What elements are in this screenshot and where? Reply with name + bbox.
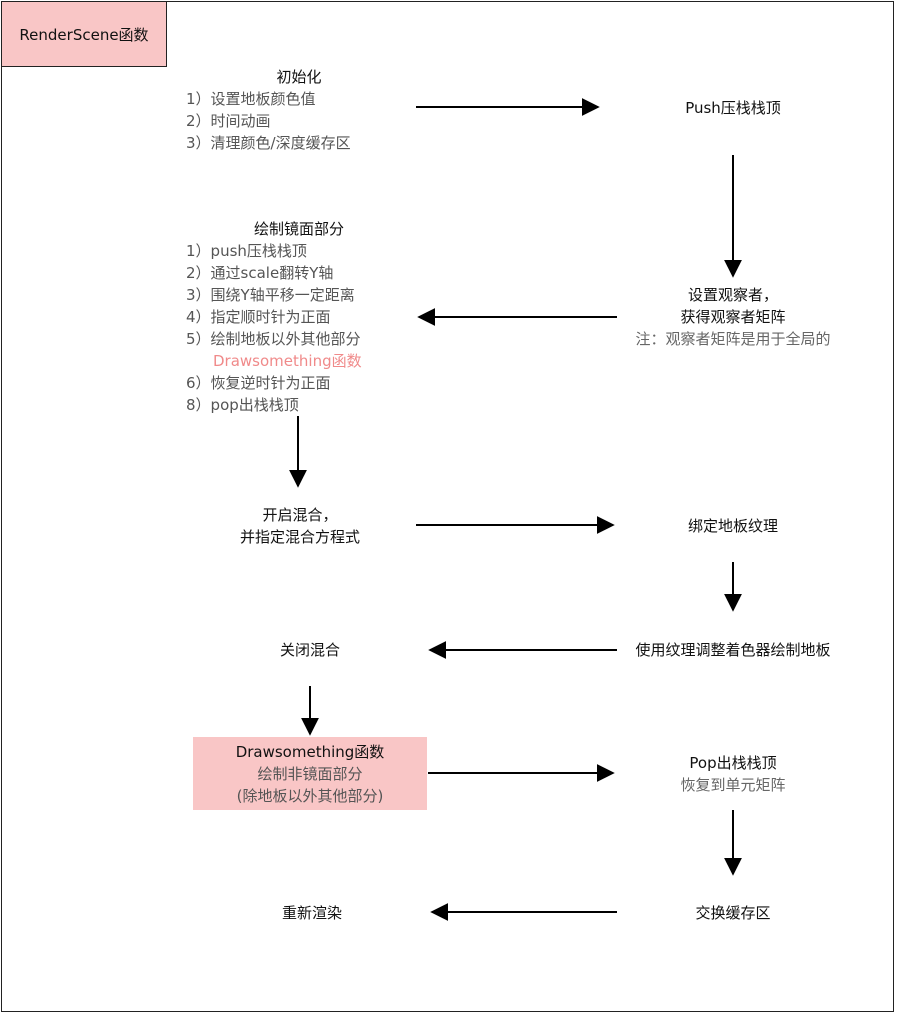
draw-something-line1: Drawsomething函数 <box>235 742 385 761</box>
draw-floor-label: 使用纹理调整着色器绘制地板 <box>635 641 831 659</box>
mirror-node: 绘制镜面部分 1）push压栈栈顶 2）通过scale翻转Y轴 3）围绕Y轴平移… <box>186 218 416 416</box>
init-step: 1）设置地板颜色值 <box>186 90 316 108</box>
rerender-label: 重新渲染 <box>281 904 342 922</box>
blend-off-label: 关闭混合 <box>279 641 340 659</box>
mirror-step: 2）通过scale翻转Y轴 <box>186 264 334 282</box>
mirror-step: 1）push压栈栈顶 <box>186 242 307 260</box>
rerender-node: 重新渲染 <box>212 902 412 924</box>
draw-something-box: Drawsomething函数 绘制非镜面部分 (除地板以外其他部分) <box>193 737 427 810</box>
draw-something-line2: 绘制非镜面部分 <box>257 764 363 783</box>
init-node: 初始化 1）设置地板颜色值 2）时间动画 3）清理颜色/深度缓存区 <box>186 66 386 154</box>
push-top-label: Push压栈栈顶 <box>685 99 781 117</box>
blend-on-line2: 并指定混合方程式 <box>239 528 360 546</box>
blend-on-node: 开启混合， 并指定混合方程式 <box>200 504 400 548</box>
pop-top-node: Pop出栈栈顶 恢复到单元矩阵 <box>633 752 833 796</box>
draw-floor-node: 使用纹理调整着色器绘制地板 <box>618 639 848 661</box>
pop-top-line1: Pop出栈栈顶 <box>689 754 777 772</box>
mirror-step: 4）指定顺时针为正面 <box>186 308 331 326</box>
init-step: 2）时间动画 <box>186 112 271 130</box>
blend-off-node: 关闭混合 <box>210 639 410 661</box>
observer-line1: 设置观察者， <box>687 286 778 304</box>
init-step: 3）清理颜色/深度缓存区 <box>186 134 351 152</box>
mirror-step: 5）绘制地板以外其他部分 <box>186 330 361 348</box>
init-heading: 初始化 <box>276 68 322 86</box>
push-top-node: Push压栈栈顶 <box>633 97 833 119</box>
observer-node: 设置观察者， 获得观察者矩阵 注：观察者矩阵是用于全局的 <box>618 284 848 350</box>
swap-buffers-label: 交换缓存区 <box>695 904 771 922</box>
mirror-heading: 绘制镜面部分 <box>253 220 344 238</box>
pop-top-line2: 恢复到单元矩阵 <box>680 776 786 794</box>
mirror-step: 3）围绕Y轴平移一定距离 <box>186 286 355 304</box>
observer-line2: 获得观察者矩阵 <box>680 308 786 326</box>
mirror-step: 6）恢复逆时针为正面 <box>186 374 331 392</box>
blend-on-line1: 开启混合， <box>262 506 338 524</box>
draw-something-line3: (除地板以外其他部分) <box>236 786 384 805</box>
bind-texture-label: 绑定地板纹理 <box>687 517 778 535</box>
title-box: RenderScene函数 <box>1 1 167 67</box>
mirror-step: 8）pop出栈栈顶 <box>186 396 299 414</box>
title-label: RenderScene函数 <box>19 25 149 44</box>
bind-texture-node: 绑定地板纹理 <box>633 515 833 537</box>
observer-note: 注：观察者矩阵是用于全局的 <box>635 330 831 348</box>
swap-buffers-node: 交换缓存区 <box>633 902 833 924</box>
mirror-highlight: Drawsomething函数 <box>213 352 362 370</box>
